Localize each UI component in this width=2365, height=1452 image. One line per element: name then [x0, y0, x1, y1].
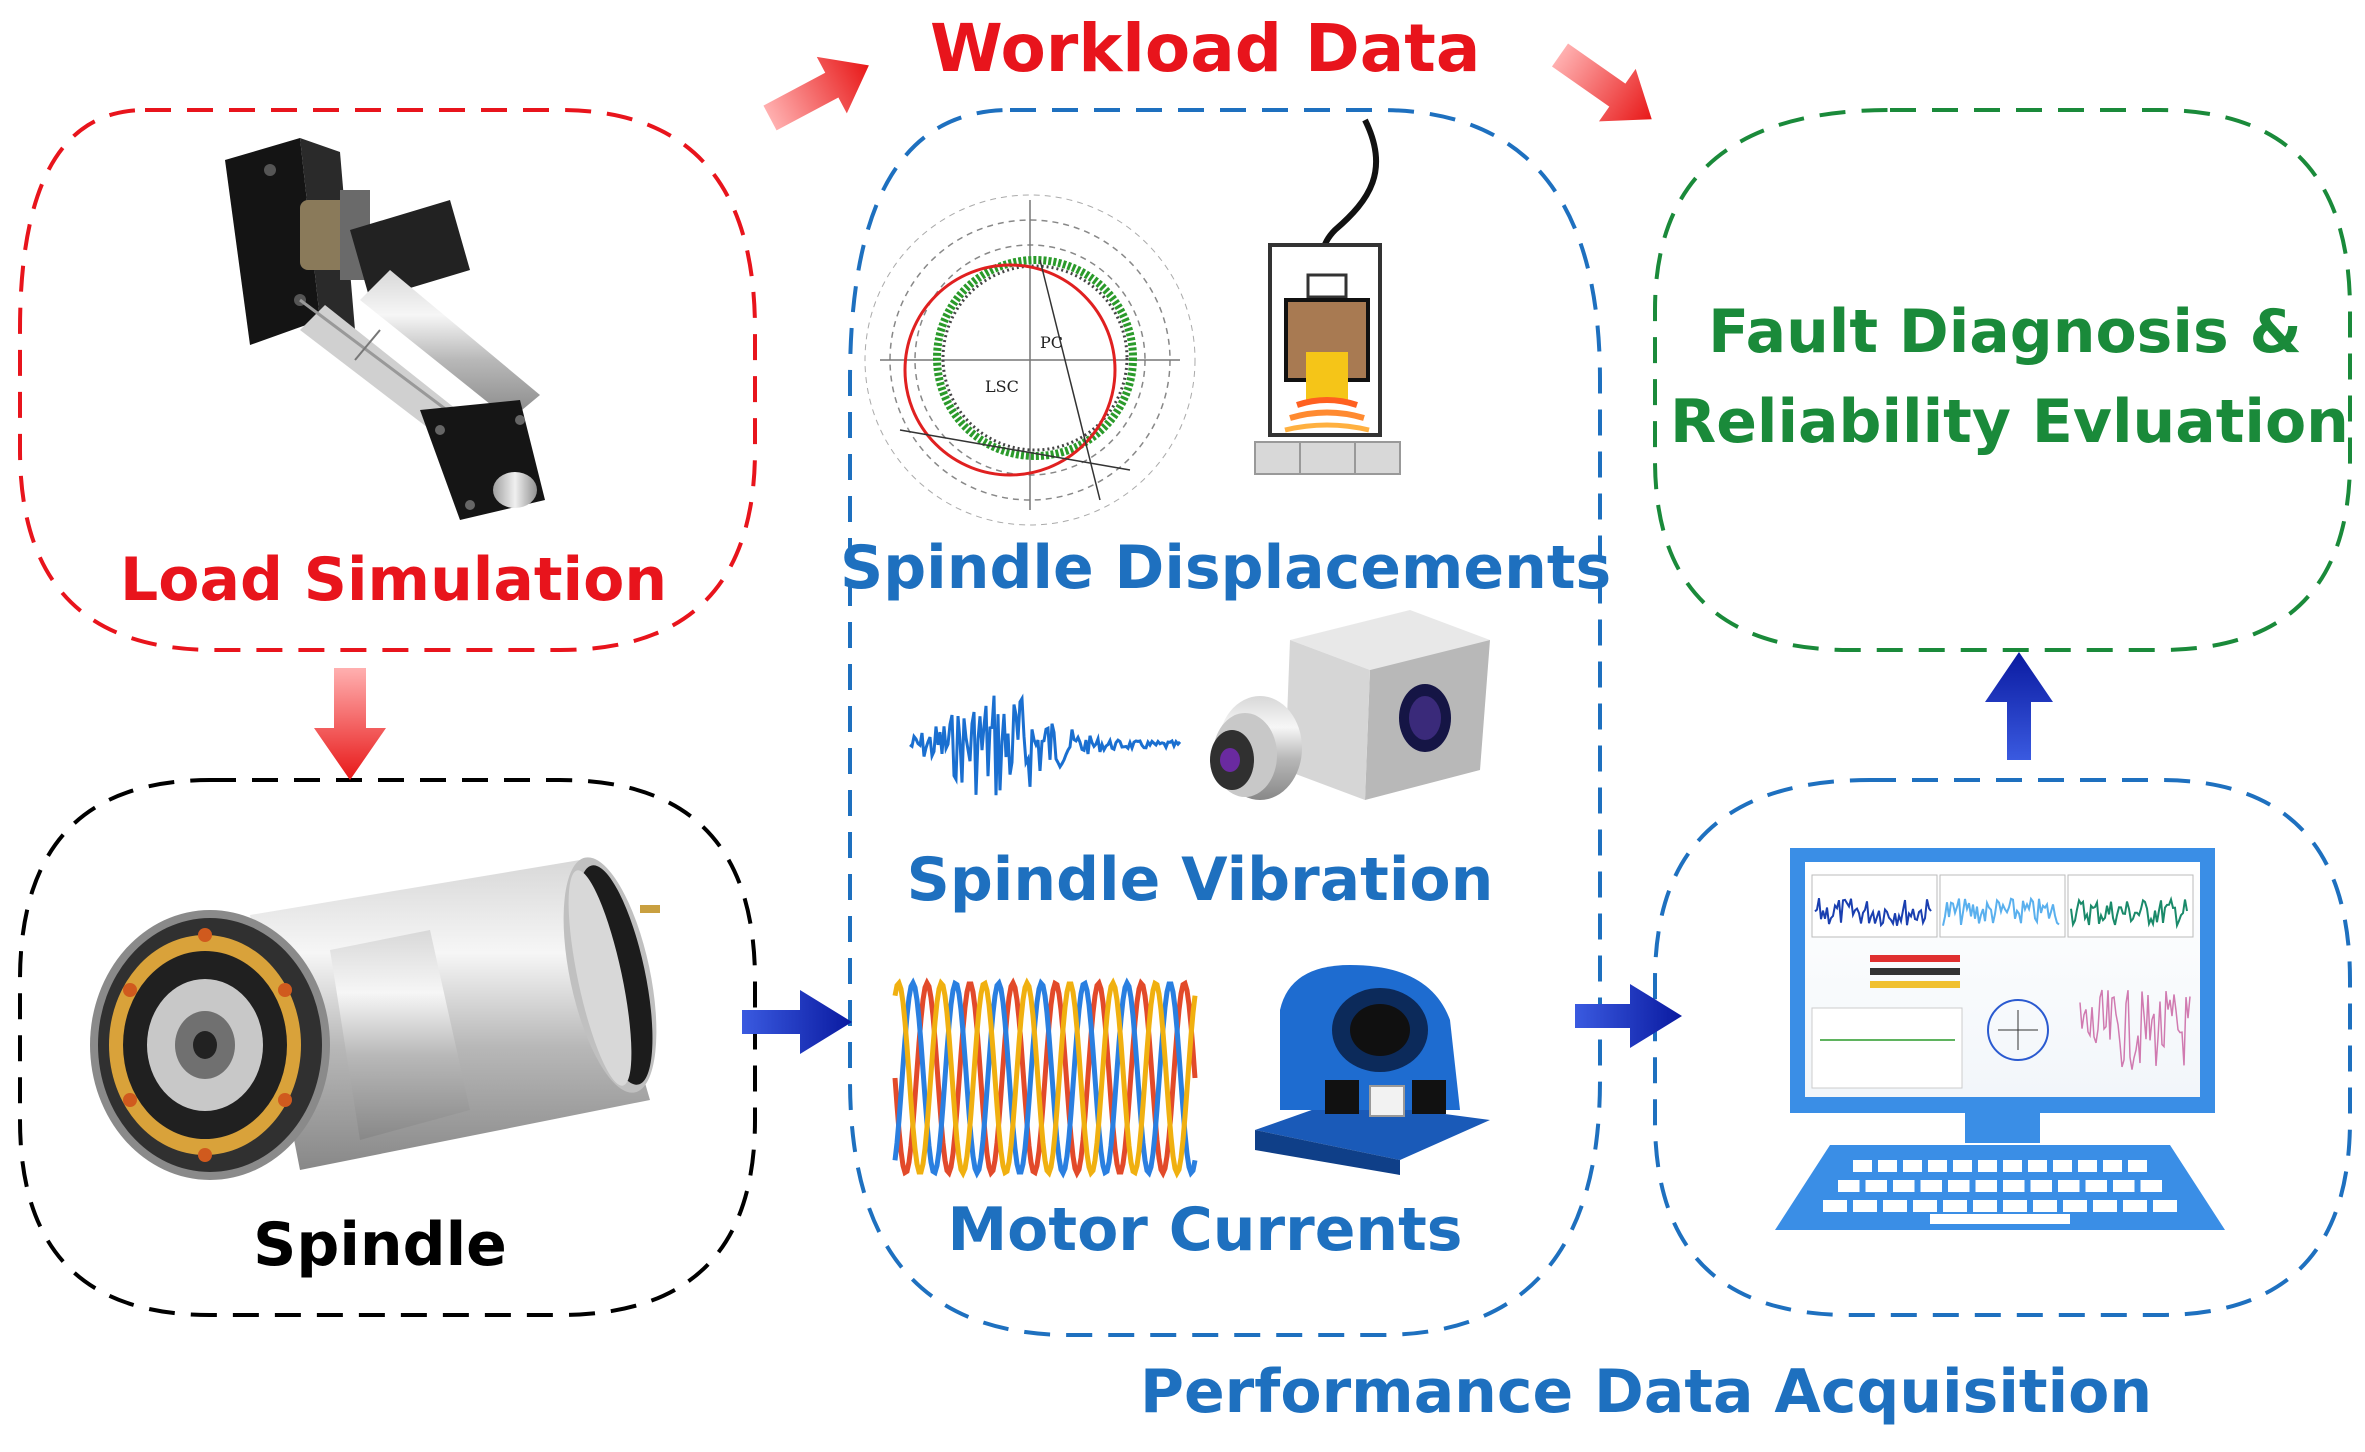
- keyboard-key: [1883, 1200, 1907, 1212]
- fault-diagnosis-line2: Reliability Evluation: [1670, 387, 2349, 457]
- spindle-box: [18, 778, 757, 1317]
- keyboard-key: [2078, 1160, 2097, 1172]
- current-sensor-icon: [1255, 965, 1490, 1175]
- keyboard-key: [2128, 1160, 2147, 1172]
- keyboard-key: [2103, 1160, 2122, 1172]
- fault-diagnosis-line1: Fault Diagnosis &: [1708, 297, 2302, 367]
- keyboard-key: [1878, 1160, 1897, 1172]
- keyboard-key: [2140, 1180, 2162, 1192]
- keyboard-key: [1943, 1200, 1967, 1212]
- keyboard-key: [2085, 1180, 2107, 1192]
- arrow-workload-to-acquisition: [1575, 984, 1682, 1048]
- workload-data-box: [848, 108, 1602, 1337]
- keyboard-key: [1853, 1200, 1877, 1212]
- load-simulation-box: [18, 108, 757, 652]
- arrow-to-workload: [763, 56, 869, 131]
- performance-acquisition-box: [1653, 778, 2352, 1317]
- spindle-label: Spindle: [253, 1210, 507, 1280]
- arrow-spindle-to-workload: [742, 990, 852, 1054]
- keyboard-key: [2003, 1200, 2027, 1212]
- keyboard-key: [2113, 1180, 2135, 1192]
- vibration-waveform: [909, 693, 1182, 796]
- keyboard-key: [2063, 1200, 2087, 1212]
- motor-currents-waves: [892, 977, 1198, 1179]
- keyboard-key: [2093, 1200, 2117, 1212]
- keyboard-key: [1913, 1200, 1937, 1212]
- keyboard-key: [1838, 1180, 1860, 1192]
- laptop-keyboard-icon: [1775, 1145, 2225, 1230]
- keyboard-key: [2123, 1200, 2147, 1212]
- keyboard-key: [2053, 1160, 2072, 1172]
- keyboard-key: [1903, 1160, 1922, 1172]
- spindle-displacements-label: Spindle Displacements: [840, 533, 1612, 603]
- keyboard-key: [1865, 1180, 1887, 1192]
- keyboard-key: [2153, 1200, 2177, 1212]
- motor-currents-label: Motor Currents: [947, 1195, 1463, 1265]
- spindle-vibration-label: Spindle Vibration: [906, 845, 1494, 915]
- performance-acquisition-label: Performance Data Acquisition: [1140, 1357, 2153, 1427]
- arrow-acquisition-to-diagnosis: [1985, 652, 2053, 760]
- keyboard-key: [1975, 1180, 1997, 1192]
- keyboard-key: [1948, 1180, 1970, 1192]
- load-simulation-label: Load Simulation: [120, 545, 668, 615]
- keyboard-key: [2058, 1180, 2080, 1192]
- keyboard-key: [1823, 1200, 1847, 1212]
- keyboard-key: [2003, 1180, 2025, 1192]
- keyboard-key: [1893, 1180, 1915, 1192]
- computer-monitor-icon: [1790, 848, 2215, 1143]
- keyboard-key: [2028, 1160, 2047, 1172]
- lsc-label: LSC: [985, 377, 1019, 396]
- keyboard-key: [1973, 1200, 1997, 1212]
- keyboard-key: [2033, 1200, 2057, 1212]
- keyboard-key: [1928, 1160, 1947, 1172]
- arrow-from-workload: [1551, 43, 1652, 122]
- fault-diagnosis-box: [1653, 108, 2352, 652]
- displacement-sensor-icon: [1254, 118, 1401, 475]
- keyboard-key: [1920, 1180, 1942, 1192]
- keyboard-key: [2003, 1160, 2022, 1172]
- arrow-load-to-spindle: [314, 668, 386, 780]
- keyboard-spacebar: [1930, 1214, 2070, 1224]
- keyboard-key: [1853, 1160, 1872, 1172]
- spindle-motor-icon: [90, 857, 660, 1180]
- keyboard-key: [1978, 1160, 1997, 1172]
- linear-actuator-icon: [225, 138, 545, 520]
- keyboard-key: [2030, 1180, 2052, 1192]
- displacement-roundness-plot: PC LSC: [864, 194, 1196, 526]
- pc-label: PC: [1040, 333, 1063, 352]
- workload-data-title: Workload Data: [930, 10, 1481, 87]
- accelerometer-icon: [1210, 610, 1490, 800]
- keyboard-key: [1953, 1160, 1972, 1172]
